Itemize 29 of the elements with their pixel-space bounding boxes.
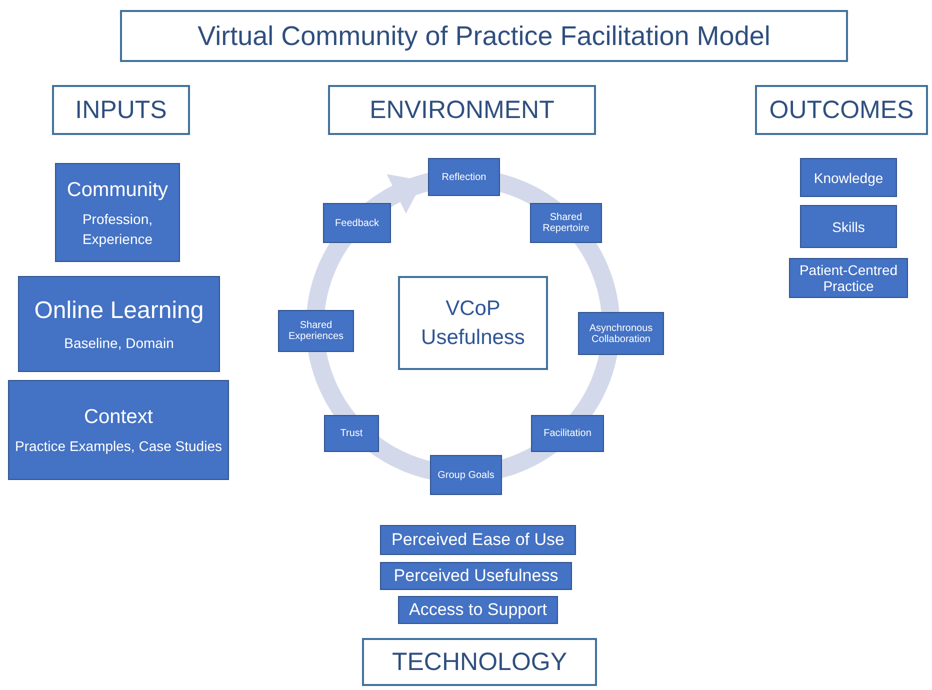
concept-box: Shared Repertoire [530, 203, 602, 243]
concept-box: Knowledge [800, 158, 897, 197]
box-heading: Community [66, 178, 170, 203]
concept-box [55, 163, 180, 262]
title: Virtual Community of Practice Facilitation Model [120, 10, 848, 62]
section-header-box: ENVIRONMENT [328, 85, 596, 135]
concept-box: Trust [324, 415, 379, 452]
center-box: VCoP Usefulness [398, 276, 548, 370]
box-heading: Online Learning [33, 296, 205, 326]
concept-box: Feedback [323, 203, 391, 243]
section-header-box: TECHNOLOGY [362, 638, 597, 686]
box-heading: Context [83, 405, 154, 430]
box-text: Profession, Experience [81, 210, 154, 249]
section-header-box: INPUTS [52, 85, 190, 135]
box-text: Practice Examples, Case Studies [14, 437, 223, 456]
concept-box: Asynchronous Collaboration [578, 312, 664, 355]
section-header-box: OUTCOMES [755, 85, 928, 135]
concept-box: Skills [800, 205, 897, 248]
concept-box: Reflection [428, 158, 500, 196]
concept-box: Shared Experiences [278, 310, 354, 352]
concept-box: Group Goals [430, 455, 502, 495]
concept-box: Patient-Centred Practice [789, 258, 908, 298]
box-text: Baseline, Domain [63, 334, 175, 354]
concept-box: Access to Support [398, 596, 558, 624]
concept-box [18, 276, 220, 372]
concept-box: Perceived Usefulness [380, 562, 572, 590]
concept-box [8, 380, 229, 480]
concept-box: Facilitation [531, 415, 604, 452]
concept-box: Perceived Ease of Use [380, 525, 576, 555]
